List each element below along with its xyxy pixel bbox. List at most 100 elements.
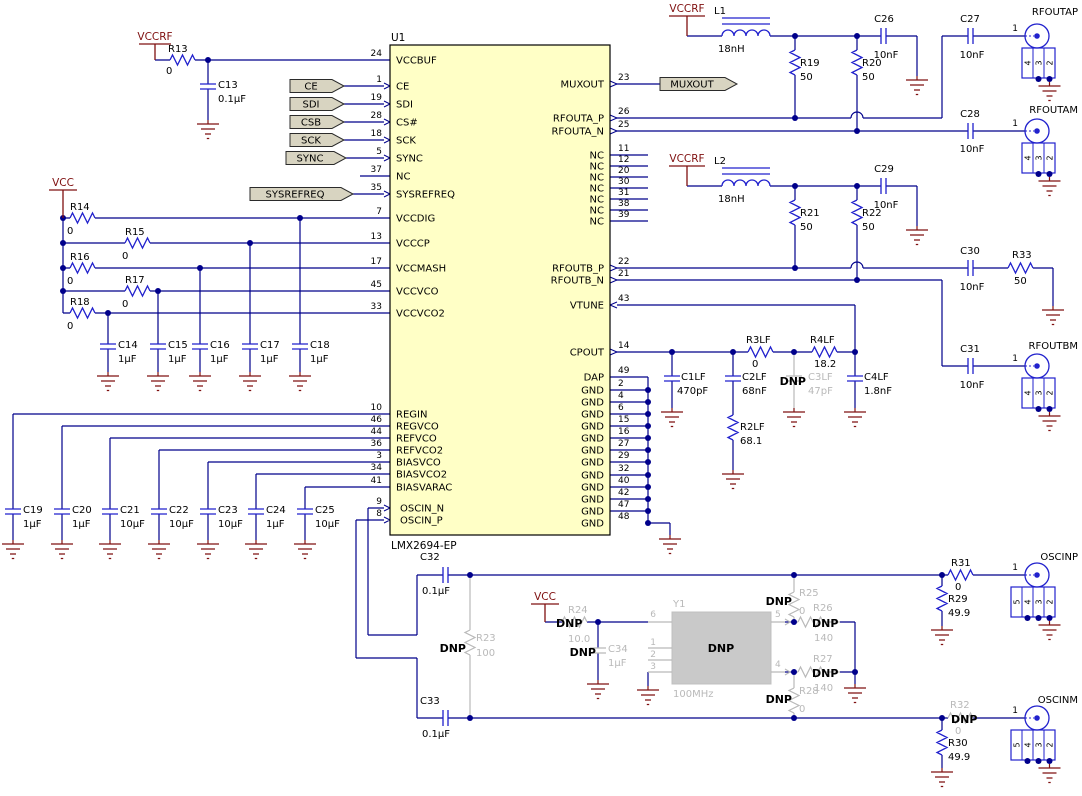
connector-oscinm: OSCINM 1 5 4 3 2 xyxy=(1010,695,1078,784)
ref-label: C27 xyxy=(960,14,980,25)
value-label: 0 xyxy=(752,359,758,370)
pin-number: 39 xyxy=(618,210,630,220)
ref-label-dnp: R24 xyxy=(568,605,588,616)
ref-label: C28 xyxy=(960,109,980,120)
pin-name: BIASVCO xyxy=(396,458,441,469)
pin-number: 42 xyxy=(618,488,629,498)
connector-cell: 3 xyxy=(1035,60,1044,65)
pin-number: 22 xyxy=(618,257,629,267)
net-flag-csb: CSB xyxy=(301,118,321,129)
value-label: 1µF xyxy=(310,354,329,365)
connector-label: RFOUTAP xyxy=(1032,7,1078,18)
value-label: 10nF xyxy=(960,282,985,293)
pin-name: NC xyxy=(590,206,604,217)
ref-label: C15 xyxy=(168,340,188,351)
ref-label: C19 xyxy=(23,505,43,516)
pin-name: DAP xyxy=(584,373,604,384)
value-label: 1µF xyxy=(23,519,42,530)
value-label: 0.1µF xyxy=(218,94,246,105)
value-label: 1µF xyxy=(168,354,187,365)
value-label: 50 xyxy=(800,72,813,83)
pin-name: BIASVCO2 xyxy=(396,470,447,481)
pin-number: 18 xyxy=(371,129,383,139)
pin-number: 29 xyxy=(618,451,630,461)
dnp-marker: DNP xyxy=(708,642,734,655)
dnp-marker: DNP xyxy=(440,642,466,655)
value-label: 0 xyxy=(955,582,961,593)
pin-number: 31 xyxy=(618,188,629,198)
dnp-components xyxy=(463,352,974,725)
connector-cell: 3 xyxy=(1035,742,1044,747)
pin-name: RFOUTA_N xyxy=(551,127,604,138)
dnp-marker: DNP xyxy=(951,713,977,726)
ref-label: R18 xyxy=(70,297,90,308)
pin-number: 2 xyxy=(618,379,624,389)
ref-label: C26 xyxy=(874,14,894,25)
connector-rfoutbm: RFOUTBM 1 4 3 2 xyxy=(1012,341,1078,432)
net-flag-sync: SYNC xyxy=(297,154,324,165)
connector-rfoutam: RFOUTAM 1 4 3 2 xyxy=(1012,105,1078,197)
ref-label: C17 xyxy=(260,340,280,351)
ref-label: C16 xyxy=(210,340,230,351)
net-flag-ce: CE xyxy=(304,82,317,93)
net-flag-sck: SCK xyxy=(301,136,321,147)
ref-label: R13 xyxy=(168,44,188,55)
pin-name: NC xyxy=(590,217,604,228)
net-flag-sysrefreq: SYSREFREQ xyxy=(266,190,325,201)
connector-cell: 2 xyxy=(1046,742,1055,747)
ref-label: L2 xyxy=(714,156,726,167)
pin-name: RFOUTA_P xyxy=(553,114,604,125)
pin-name: GND xyxy=(581,446,604,457)
pin-name: NC xyxy=(590,173,604,184)
ref-label-dnp: R26 xyxy=(813,603,833,614)
pin-name: REGVCO xyxy=(396,422,439,433)
value-label: 50 xyxy=(862,222,875,233)
net-flag-muxout: MUXOUT xyxy=(670,80,714,91)
pin-name: GND xyxy=(581,458,604,469)
value-label: 10nF xyxy=(874,200,899,211)
pin-number: 12 xyxy=(618,155,629,165)
ref-label: C25 xyxy=(315,505,335,516)
pin-number: 41 xyxy=(371,476,382,486)
pin-name: GND xyxy=(581,519,604,530)
ref-label: R29 xyxy=(948,594,968,605)
connector-cell: 5 xyxy=(1013,599,1022,604)
pin-name: VCCBUF xyxy=(396,56,437,67)
connector-cell: 4 xyxy=(1024,155,1033,160)
value-label: 0 xyxy=(67,276,73,287)
value-label: 10nF xyxy=(960,144,985,155)
pin-name: SCK xyxy=(396,136,416,147)
ref-label: C23 xyxy=(218,505,238,516)
value-label: 18.2 xyxy=(814,359,836,370)
connector-cell: 2 xyxy=(1046,155,1055,160)
value-label: 68.1 xyxy=(740,436,762,447)
pin-name: GND xyxy=(581,495,604,506)
pin-name: RFOUTB_N xyxy=(551,276,604,287)
pin-number: 1 xyxy=(376,75,382,85)
net-flags: CE SDI CSB SCK SYNC SYSREFREQ MUXOUT xyxy=(249,77,739,201)
ref-label: C22 xyxy=(169,505,189,516)
value-label: 50 xyxy=(800,222,813,233)
connector-cell: 2 xyxy=(1046,390,1055,395)
wires xyxy=(12,35,1054,768)
pin-number: 5 xyxy=(376,147,382,157)
value-label: 0 xyxy=(166,66,172,77)
pin-name: VCCMASH xyxy=(396,264,446,275)
dnp-marker: DNP xyxy=(812,667,838,680)
value-label: 0 xyxy=(67,321,73,332)
value-label-dnp: 0 xyxy=(799,606,805,617)
value-label: 0.1µF xyxy=(422,586,450,597)
value-label: 10µF xyxy=(169,519,194,530)
pin-name: NC xyxy=(396,172,410,183)
ref-label: R3LF xyxy=(746,335,771,346)
power-taps: VCCRF VCC VCCRF VCCRF VCC xyxy=(49,3,705,622)
connector-cell: 5 xyxy=(1013,742,1022,747)
pin-name: VCCVCO2 xyxy=(396,309,445,320)
ref-label-dnp: R27 xyxy=(813,654,833,665)
value-label-dnp: 10.0 xyxy=(568,634,590,645)
pin-name: CPOUT xyxy=(570,348,605,359)
value-label: 1µF xyxy=(210,354,229,365)
pin-number: 21 xyxy=(618,269,629,279)
dnp-marker: DNP xyxy=(766,595,792,608)
value-label-dnp: 47pF xyxy=(808,386,833,397)
